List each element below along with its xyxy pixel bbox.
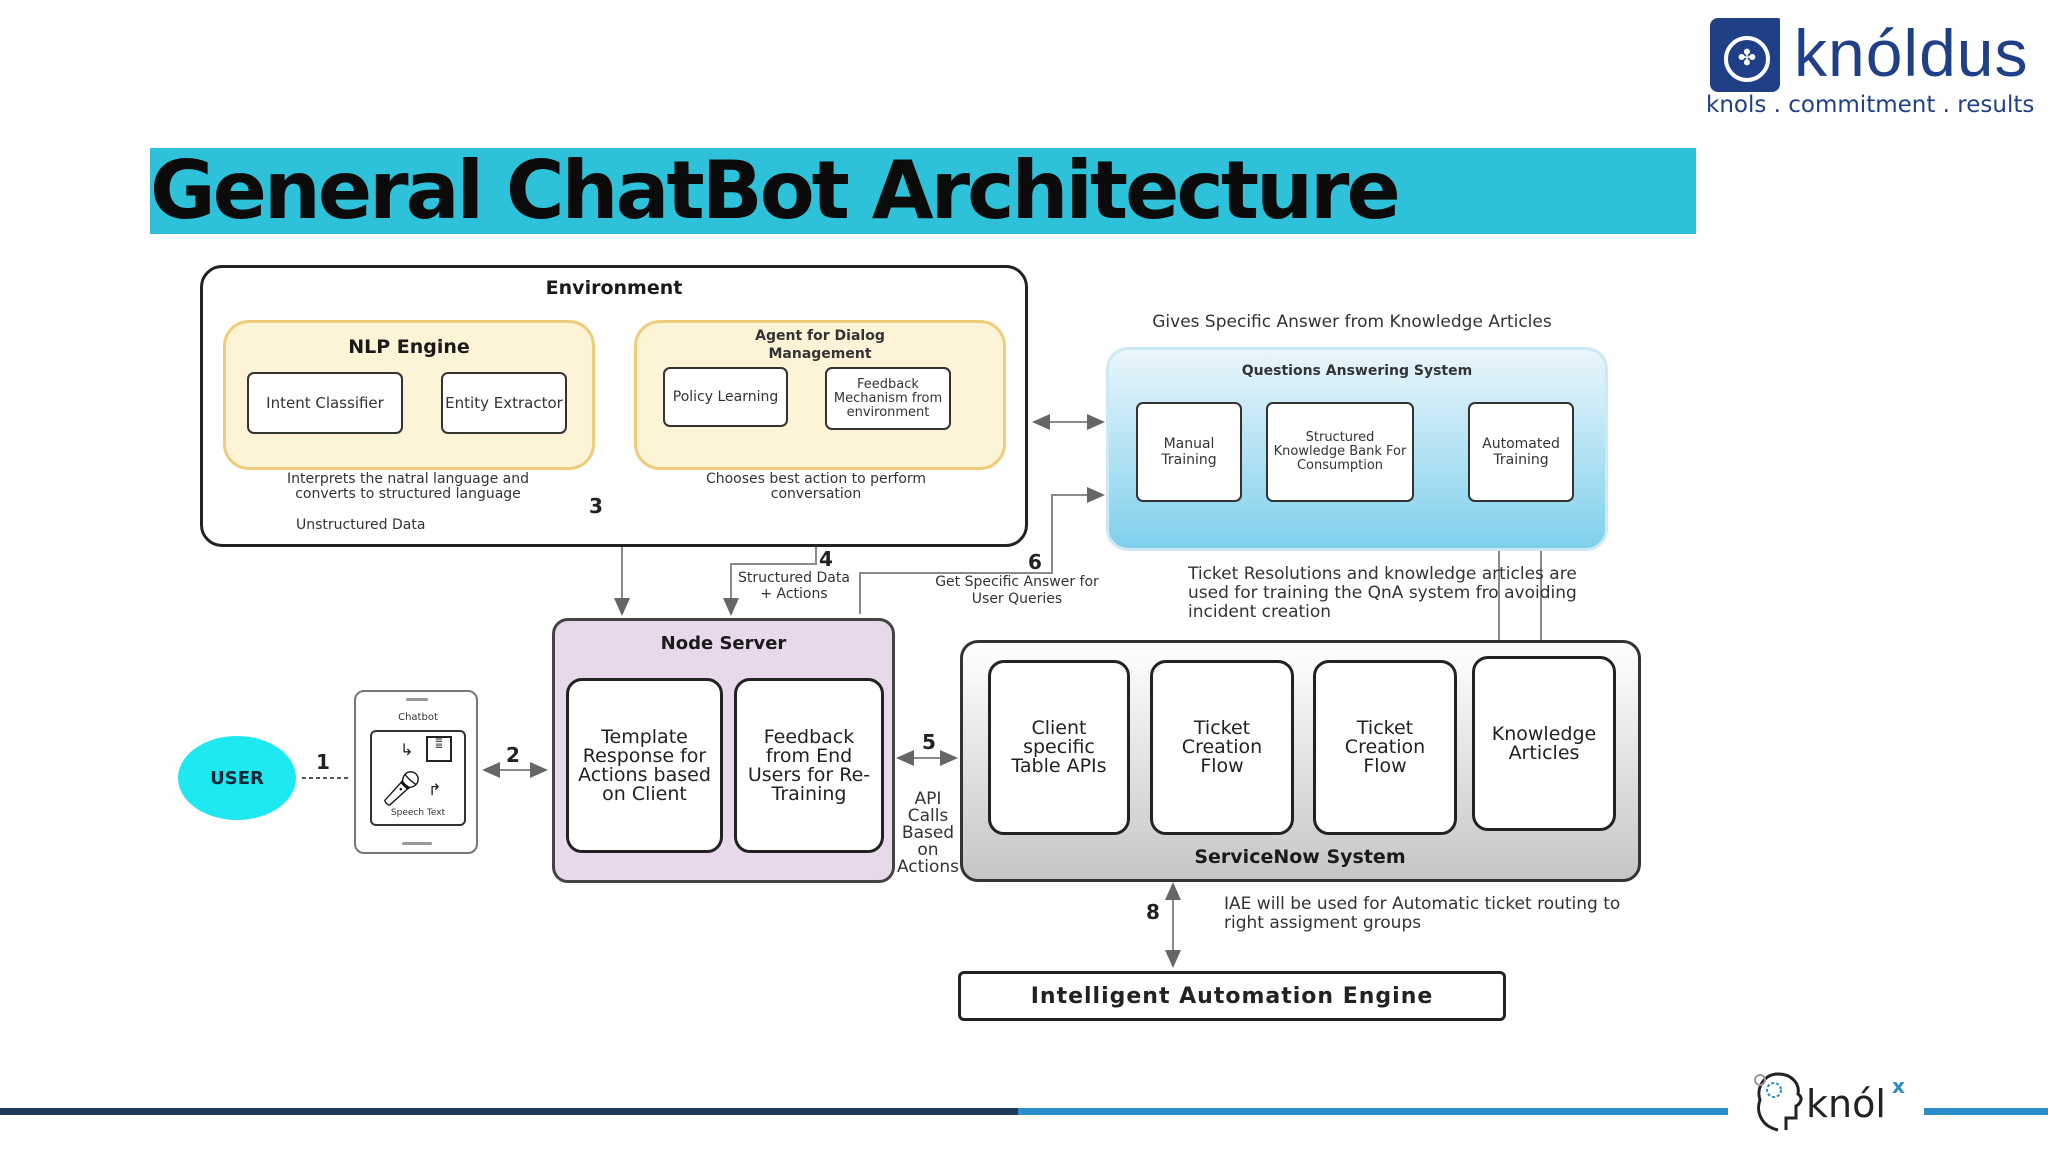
qna-caption: Gives Specific Answer from Knowledge Art…	[1152, 312, 1552, 332]
node-server-title: Node Server	[660, 633, 787, 654]
edge-1-number: 1	[316, 750, 330, 774]
nlp-engine-title: NLP Engine	[348, 336, 470, 358]
edge-6-number: 6	[1028, 550, 1042, 574]
phone-header: Chatbot	[398, 712, 438, 723]
document-icon: ≡≡	[426, 736, 452, 762]
edge-2-number: 2	[506, 743, 520, 767]
knowledge-articles-box: Knowledge Articles	[1472, 656, 1616, 831]
knolx-text: knól	[1806, 1082, 1886, 1126]
manual-training-box: Manual Training	[1136, 402, 1242, 502]
phone-screen: 🎤︎ ≡≡ ↳ ↱ Speech Text	[370, 730, 466, 826]
edge-4-label: Structured Data + Actions	[738, 570, 850, 602]
template-response-box: Template Response for Actions based on C…	[566, 678, 723, 853]
ticket-creation-flow-2-box: Ticket Creation Flow	[1313, 660, 1457, 835]
user-node: USER	[178, 736, 296, 820]
ticket-resolutions-label: Ticket Resolutions and knowledge article…	[1188, 564, 1577, 622]
chatbot-phone: Chatbot 🎤︎ ≡≡ ↳ ↱ Speech Text	[354, 690, 478, 854]
arrow-down-icon: ↳	[400, 740, 414, 759]
slide-title: General ChatBot Architecture	[150, 144, 1401, 237]
nlp-caption: Interprets the natral language and conve…	[286, 471, 530, 502]
automated-training-box: Automated Training	[1468, 402, 1574, 502]
edge-6-label: Get Specific Answer for User Queries	[935, 574, 1099, 607]
environment-title: Environment	[545, 277, 683, 299]
unstructured-data-label: Unstructured Data	[296, 517, 426, 533]
servicenow-title: ServiceNow System	[1194, 846, 1406, 868]
client-apis-box: Client specific Table APIs	[988, 660, 1130, 835]
edge-6	[859, 487, 1105, 614]
edge-4-number: 4	[819, 547, 833, 571]
footer-line-light	[1018, 1108, 2048, 1115]
iae-caption: IAE will be used for Automatic ticket ro…	[1224, 894, 1621, 933]
iae-box: Intelligent Automation Engine	[958, 971, 1506, 1021]
feedback-mechanism-box: Feedback Mechanism from environment	[825, 367, 951, 430]
edge-5-number: 5	[922, 730, 936, 754]
knowledge-bank-box: Structured Knowledge Bank For Consumptio…	[1266, 402, 1414, 502]
dialog-caption: Chooses best action to perform conversat…	[705, 471, 927, 502]
ticket-creation-flow-1-box: Ticket Creation Flow	[1150, 660, 1294, 835]
entity-extractor-box: Entity Extractor	[441, 372, 567, 434]
knoldus-logo: ✤ knóldus knols . commitment . results	[1706, 14, 2034, 124]
brand-name: knóldus	[1794, 16, 2029, 90]
brand-tagline: knols . commitment . results	[1706, 92, 2035, 118]
intent-classifier-box: Intent Classifier	[247, 372, 403, 434]
feedback-users-box: Feedback from End Users for Re-Training	[734, 678, 884, 853]
knolx-sup: x	[1892, 1074, 1905, 1098]
edge-3-label: 3	[589, 494, 603, 518]
qna-title: Questions Answering System	[1241, 363, 1473, 379]
edge-5-label: API Calls Based on Actions	[896, 789, 960, 877]
knolx-logo: knól x	[1728, 1052, 1924, 1144]
dialog-agent-title: Agent for Dialog Management	[755, 328, 885, 362]
arrow-up-icon: ↱	[428, 780, 442, 799]
edge-8-number: 8	[1146, 900, 1160, 924]
phone-footer: Speech Text	[390, 808, 446, 818]
title-bar	[150, 148, 1696, 234]
microphone-icon: 🎤︎	[380, 769, 424, 809]
head-gears-icon	[1754, 1072, 1803, 1132]
policy-learning-box: Policy Learning	[663, 367, 788, 427]
footer-line-dark	[0, 1108, 1018, 1115]
knoldus-logo-icon: ✤	[1710, 18, 1780, 92]
